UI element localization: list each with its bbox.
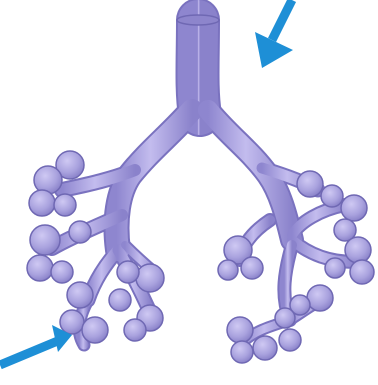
arrow-lower-left-icon: [0, 325, 72, 365]
arrow-upper-right-icon: [255, 0, 293, 68]
